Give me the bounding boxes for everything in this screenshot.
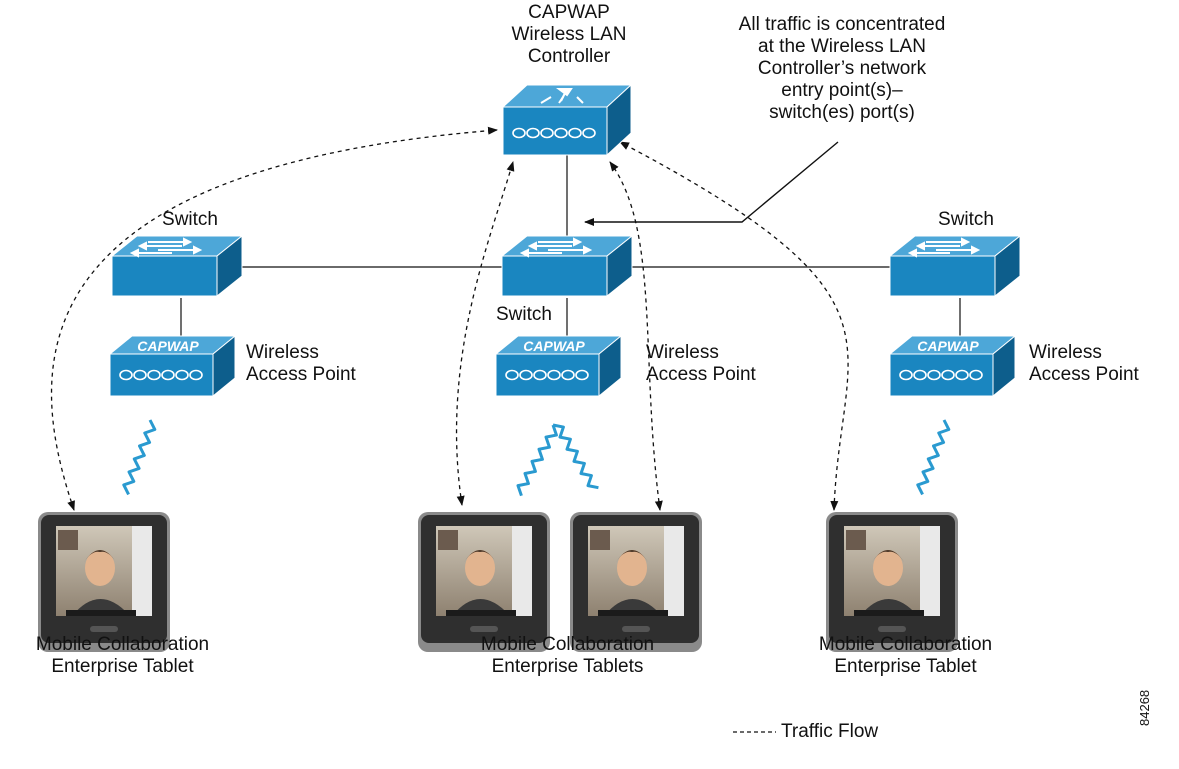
ap-left-badge: CAPWAP (137, 338, 199, 354)
annotation-pointer (584, 141, 839, 226)
switch-right-icon (889, 235, 1021, 297)
traffic-flow-center-left (455, 161, 515, 506)
signal-left-icon (119, 418, 159, 496)
access-point-left-icon: CAPWAP (109, 335, 236, 397)
controller-label: CAPWAP Wireless LAN Controller (511, 2, 627, 67)
switch-left-label: Switch (162, 209, 218, 230)
access-point-right-label: Wireless Access Point (1029, 342, 1139, 385)
traffic-flow-right (619, 141, 849, 511)
switch-center-icon (501, 235, 633, 297)
tablet-center-label: Mobile Collaboration Enterprise Tablets (480, 634, 655, 677)
tablet-left-icon (38, 512, 170, 652)
tablet-right-icon (826, 512, 958, 652)
tablet-center-a-icon (418, 512, 550, 652)
ap-center-badge: CAPWAP (523, 338, 585, 354)
switch-left-icon (111, 235, 243, 297)
switch-right-label: Switch (938, 209, 994, 230)
signal-center-a-icon (513, 423, 562, 498)
tablet-right-label: Mobile Collaboration Enterprise Tablet (818, 634, 993, 677)
access-point-center-label: Wireless Access Point (646, 342, 756, 385)
tablet-left-label: Mobile Collaboration Enterprise Tablet (35, 634, 210, 677)
tablet-center-b-icon (570, 512, 702, 652)
access-point-left-label: Wireless Access Point (246, 342, 356, 385)
traffic-flows (50, 126, 849, 511)
wireless-lan-controller-icon (501, 83, 633, 157)
annotation-text: All traffic is concentrated at the Wirel… (738, 14, 946, 123)
signal-right-icon (913, 418, 953, 496)
ap-right-badge: CAPWAP (917, 338, 979, 354)
access-point-right-icon: CAPWAP (889, 335, 1016, 397)
access-point-center-icon: CAPWAP (495, 335, 622, 397)
signal-center-b-icon (551, 419, 600, 494)
traffic-flow-left (50, 126, 498, 511)
switch-center-label: Switch (496, 304, 552, 325)
legend-traffic-flow-label: Traffic Flow (781, 721, 879, 742)
figure-number: 84268 (1137, 689, 1152, 726)
